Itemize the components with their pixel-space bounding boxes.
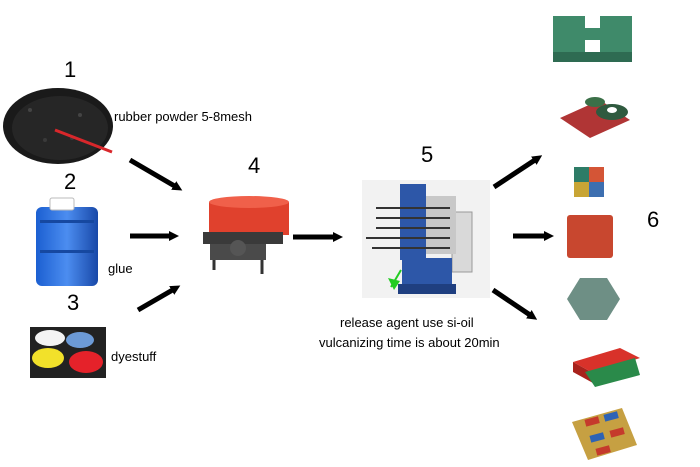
glue-label: glue xyxy=(108,261,133,276)
vulcanizing-press-photo xyxy=(362,180,490,298)
dyestuff-buckets-photo xyxy=(30,327,106,378)
arrow-5-to-6-bottom xyxy=(491,287,538,320)
step-4-number: 4 xyxy=(248,153,261,178)
rubber-tile-products xyxy=(553,16,640,460)
step-6-number: 6 xyxy=(647,207,660,232)
mixer-machine-photo xyxy=(203,196,289,274)
step-3-number: 3 xyxy=(67,290,80,315)
glue-barrel-photo xyxy=(36,197,98,286)
rubber-powder-photo xyxy=(3,88,113,164)
arrow-5-to-6-top xyxy=(492,155,543,190)
step-1-number: 1 xyxy=(64,57,77,82)
flow-arrows xyxy=(128,155,554,320)
step-5-number: 5 xyxy=(421,142,434,167)
dyestuff-label: dyestuff xyxy=(111,349,157,364)
rubber-powder-label: rubber powder 5-8mesh xyxy=(114,109,253,124)
vulcanizing-time-note: vulcanizing time is about 20min xyxy=(319,335,500,350)
arrow-3-to-4 xyxy=(136,285,181,313)
arrow-1-to-4 xyxy=(128,157,183,191)
release-agent-note: release agent use si-oil xyxy=(340,315,474,330)
step-2-number: 2 xyxy=(64,169,77,194)
